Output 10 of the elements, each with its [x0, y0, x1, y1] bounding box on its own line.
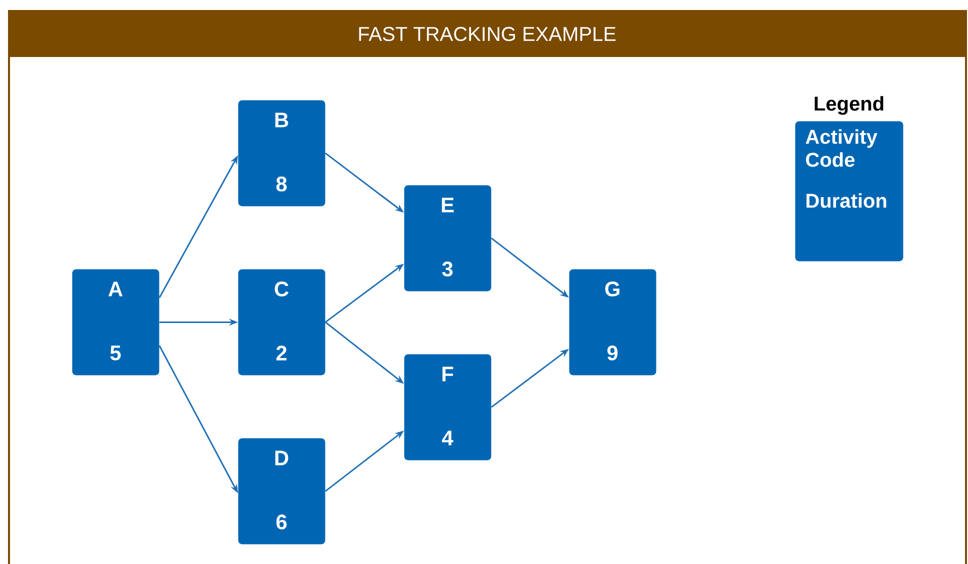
activity-box: B 8	[238, 100, 326, 206]
title-bar: FAST TRACKING EXAMPLE	[8, 10, 967, 57]
activity-box: C 2	[238, 269, 326, 376]
activity-box: G 9	[569, 269, 656, 376]
activity-box: E 3	[404, 185, 492, 292]
activity-box: A 5	[72, 269, 160, 376]
activity-box: F 4	[404, 354, 492, 460]
legend-box: Activity Code Duration	[795, 121, 904, 262]
activity-box: D 6	[238, 438, 326, 544]
legend-heading: Legend	[814, 96, 884, 115]
